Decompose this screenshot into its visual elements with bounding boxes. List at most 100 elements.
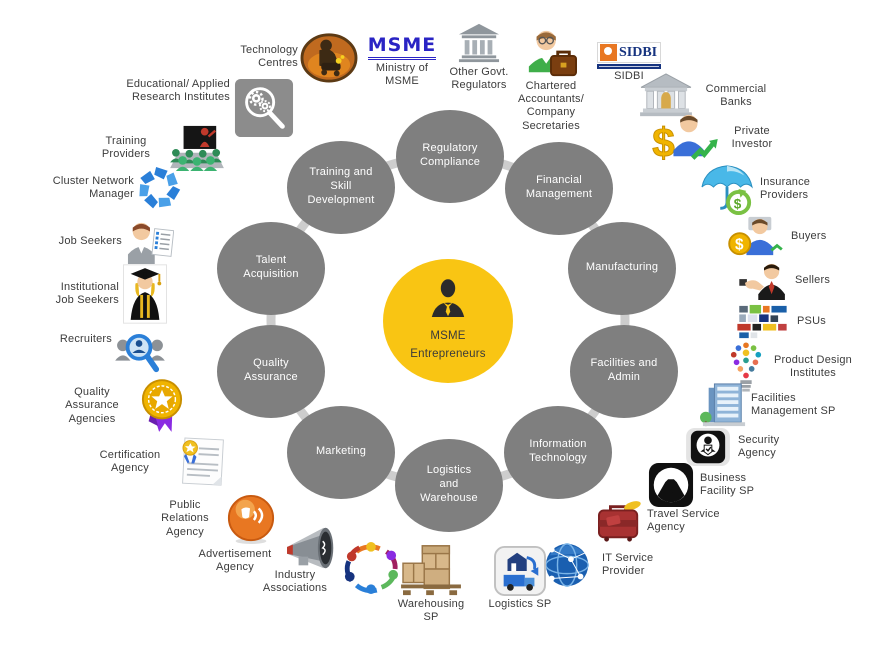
stakeholder-other-govt-regulators: Other Govt. Regulators <box>440 22 518 92</box>
logistics-truck-icon <box>494 546 546 596</box>
govt-building-icon <box>455 22 503 64</box>
stakeholder-recruiters: Recruiters <box>52 333 166 375</box>
ring-circle-information-technology: Information Technology <box>504 405 612 499</box>
certificate-icon <box>176 436 228 488</box>
stakeholder-label: Certification Agency <box>99 448 161 474</box>
stakeholder-label: Technology Centres <box>240 43 298 69</box>
stakeholder-label: Ministry of MSME <box>375 62 429 88</box>
stakeholder-label: Job Seekers <box>58 235 122 248</box>
research-magnifier-icon <box>234 78 294 138</box>
sidbi-logo-strip <box>597 64 661 69</box>
stakeholder-sidbi: SIDBI SIDBI <box>596 42 662 83</box>
ring-circle-logistics-and-warehouse: Logistics and Warehouse <box>395 438 503 532</box>
ring-circle-label: Facilities and Admin <box>590 357 658 383</box>
stakeholder-logistics-sp: Logistics SP <box>477 546 563 611</box>
stakeholder-training-providers: Training Providers <box>94 124 234 172</box>
technology-centres-icon <box>300 30 358 84</box>
stakeholder-label: Product Design Institutes <box>773 353 852 379</box>
svg-text:$: $ <box>735 236 744 253</box>
pr-speaker-icon <box>226 494 276 544</box>
stakeholder-cluster-network-manager: Cluster Network Manager <box>34 166 182 210</box>
stakeholder-label: Advertisement Agency <box>198 547 272 573</box>
ring-circle-label: Financial Management <box>525 174 593 200</box>
stakeholder-label: Sellers <box>795 274 831 287</box>
warehouse-boxes-icon <box>399 542 463 598</box>
ring-circle-training-and-skill-development: Training and Skill Development <box>287 140 395 234</box>
svg-text:$: $ <box>734 196 742 211</box>
cluster-pinwheel-icon <box>136 166 182 210</box>
stakeholder-label: Buyers <box>791 230 827 243</box>
stakeholder-facilities-management-sp: Facilities Management SP <box>699 382 851 428</box>
stakeholder-industry-associations: Industry Associations <box>249 541 399 595</box>
stakeholder-label: Institutional Job Seekers <box>55 280 119 306</box>
accountant-icon <box>521 28 581 80</box>
stakeholder-label: Industry Associations <box>262 568 328 594</box>
stakeholder-label: Cluster Network Manager <box>52 174 134 200</box>
ring-circle-quality-assurance: Quality Assurance <box>217 324 325 418</box>
ring-circle-facilities-and-admin: Facilities and Admin <box>570 324 678 418</box>
recruiter-search-icon <box>114 333 166 375</box>
jobseeker-doc-icon <box>124 220 174 264</box>
stakeholder-product-design-institutes: Product Design Institutes <box>729 340 859 394</box>
ring-circle-label: Logistics and Warehouse <box>420 464 478 504</box>
stakeholder-label: SIDBI <box>614 70 644 82</box>
stakeholder-label: Training Providers <box>101 134 151 160</box>
ring-circle-regulatory-compliance: Regulatory Compliance <box>396 109 504 203</box>
stakeholder-chartered-accountants-company-secretaries: Chartered Accountants/ Company Secretari… <box>506 28 596 133</box>
business-facility-icon <box>648 462 694 508</box>
ring-circle-label: Quality Assurance <box>244 357 298 383</box>
ring-circle-label: Regulatory Compliance <box>419 142 481 168</box>
travel-case-icon <box>597 499 643 543</box>
stakeholder-label: Educational/ Applied Research Institutes <box>126 78 230 104</box>
stakeholder-label: Warehousing SP <box>397 598 465 624</box>
stakeholder-quality-assurance-agencies: Quality Assurance Agencies <box>48 378 184 434</box>
graduate-icon <box>123 264 167 324</box>
svg-text:$: $ <box>652 119 675 164</box>
buyer-icon: $ <box>727 215 785 259</box>
stakeholder-security-agency: Security Agency <box>684 427 800 467</box>
stakeholder-label: Logistics SP <box>488 598 552 610</box>
ring-circle-label: Training and Skill Development <box>307 166 375 206</box>
ring-circle-talent-acquisition: Talent Acquisition <box>217 221 325 315</box>
advertisement-megaphone-icon <box>283 522 345 574</box>
sidbi-logo: SIDBI <box>597 42 661 69</box>
center-label: MSME Entrepreneurs <box>410 330 486 360</box>
ring-circle-marketing: Marketing <box>287 405 395 499</box>
ring-circle-manufacturing: Manufacturing <box>568 221 676 315</box>
sidbi-logo-mark <box>600 44 617 61</box>
stakeholder-psus: PSUs <box>735 304 837 340</box>
stakeholder-label: Private Investor <box>731 124 773 150</box>
businessperson-icon <box>430 279 466 324</box>
security-icon <box>684 427 732 467</box>
stakeholder-institutional-job-seekers: Institutional Job Seekers <box>41 264 167 324</box>
msme-logo-text: MSME <box>367 34 437 60</box>
stakeholder-label: PSUs <box>797 315 826 328</box>
stakeholder-label: Commercial Banks <box>705 82 767 108</box>
insurance-umbrella-icon: $ <box>698 162 756 216</box>
bank-building-icon <box>637 72 695 120</box>
stakeholder-technology-centres: Technology Centres <box>226 30 358 84</box>
stakeholder-label: Facilities Management SP <box>751 391 836 417</box>
stakeholder-sellers: Sellers <box>739 262 839 300</box>
design-bulb-icon <box>729 340 763 394</box>
stakeholder-label: Business Facility SP <box>700 471 755 497</box>
stakeholder-warehousing-sp: Warehousing SP <box>394 542 468 624</box>
stakeholder-label: IT Service Provider <box>602 551 654 577</box>
investor-icon: $ <box>652 112 718 164</box>
facilities-building-icon <box>699 382 749 428</box>
stakeholder-certification-agency: Certification Agency <box>88 436 228 488</box>
it-globe-icon <box>542 540 596 590</box>
stakeholder-label: Quality Assurance Agencies <box>65 386 119 425</box>
sidbi-logo-text: SIDBI <box>619 44 658 60</box>
ring-circle-label: Information Technology <box>529 438 587 464</box>
stakeholder-business-facility-sp: Business Facility SP <box>648 462 772 508</box>
stakeholder-insurance-providers: $Insurance Providers <box>698 162 828 216</box>
seller-icon <box>739 262 789 300</box>
msme-logo: MSME <box>367 34 437 60</box>
stakeholder-educational-applied-research-institutes: Educational/ Applied Research Institutes <box>102 78 294 138</box>
industry-network-icon <box>343 541 399 595</box>
stakeholder-label: Chartered Accountants/ Company Secretari… <box>518 80 584 132</box>
qa-medal-icon <box>140 378 184 434</box>
